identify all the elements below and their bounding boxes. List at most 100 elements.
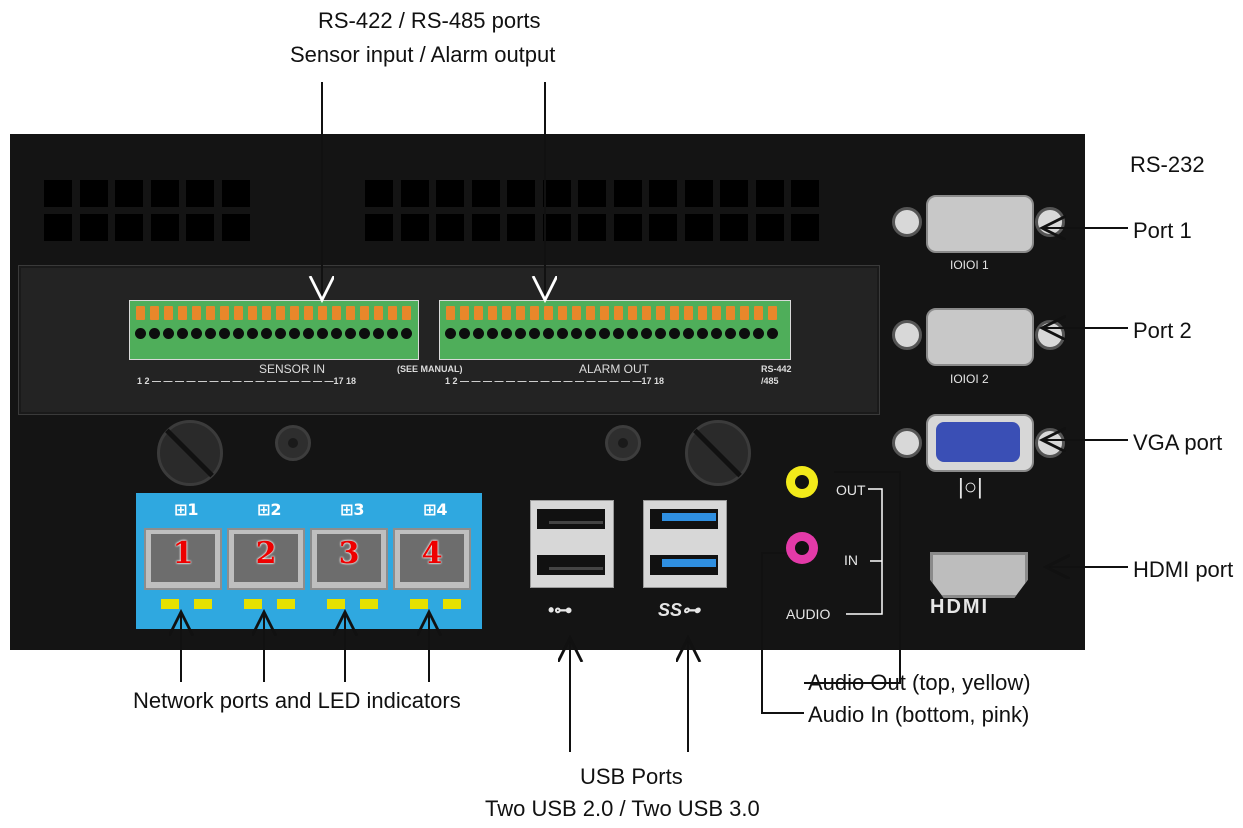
network-icon: ⊞3	[340, 500, 365, 519]
vga-standoff-left	[892, 428, 922, 458]
terminal-screw	[529, 328, 540, 339]
terminal-screw	[459, 328, 470, 339]
terminal-pin	[276, 306, 285, 320]
terminal-screw	[135, 328, 146, 339]
ethernet-port-number: 2	[255, 536, 277, 571]
vent-slot	[649, 214, 677, 241]
vent-slot	[115, 214, 143, 241]
serial-port-1[interactable]	[926, 195, 1034, 253]
terminal-screw	[767, 328, 778, 339]
alarm-pin-scale: 1 2 — — — — — — — — — — — — — — — —17 18	[445, 376, 665, 386]
terminal-pin	[262, 306, 271, 320]
audio-in-label: Audio In (bottom, pink)	[808, 702, 1030, 727]
hdmi-port[interactable]	[930, 552, 1028, 598]
terminal-pin	[206, 306, 215, 320]
vent-slot	[507, 214, 535, 241]
terminal-pin	[346, 306, 355, 320]
terminal-screw	[599, 328, 610, 339]
vent-slot	[436, 180, 464, 207]
vent-slot	[791, 180, 819, 207]
thumbscrew-right[interactable]	[685, 420, 751, 486]
thumbscrew-left[interactable]	[157, 420, 223, 486]
vga-symbol: |○|	[958, 474, 983, 499]
link-led	[360, 599, 378, 609]
terminal-pin	[318, 306, 327, 320]
terminal-pin	[374, 306, 383, 320]
terminal-pin	[388, 306, 397, 320]
link-led	[277, 599, 295, 609]
terminal-screw	[163, 328, 174, 339]
vent-slot	[471, 214, 500, 241]
ethernet-port-1[interactable]: 1	[144, 528, 222, 590]
vent-slot	[186, 180, 214, 207]
usb2-port-bottom[interactable]	[537, 555, 605, 575]
vent-slot	[755, 214, 784, 241]
vga-port[interactable]	[926, 414, 1034, 472]
ethernet-port-4[interactable]: 4	[393, 528, 471, 590]
link-led	[327, 599, 345, 609]
terminal-pin	[530, 306, 539, 320]
vent-slot	[613, 214, 642, 241]
vent-slot	[578, 214, 606, 241]
rs485-text: /485	[761, 376, 779, 386]
usb3-icon: SS⊶	[658, 600, 701, 620]
terminal-pin	[572, 306, 581, 320]
hdmi-logo: HDMI	[930, 596, 990, 618]
vent-slot	[507, 180, 535, 207]
sensor-in-text: SENSOR IN	[259, 362, 326, 376]
usb3-port-pair	[643, 500, 727, 588]
audio-out-jack[interactable]	[786, 466, 818, 498]
terminal-pin	[628, 306, 637, 320]
terminal-screw	[303, 328, 314, 339]
vent-slot	[649, 180, 677, 207]
terminal-pin	[178, 306, 187, 320]
audio-text: AUDIO	[786, 606, 831, 622]
ethernet-port-2[interactable]: 2	[227, 528, 305, 590]
vent-slot	[578, 180, 606, 207]
terminal-pin	[754, 306, 763, 320]
audio-in-callout-line	[761, 552, 804, 714]
ethernet-port-3[interactable]: 3	[310, 528, 388, 590]
vent-slot	[115, 180, 143, 207]
terminal-screw	[219, 328, 230, 339]
alarm-out-terminal-block[interactable]	[439, 300, 791, 360]
audio-in-jack[interactable]	[786, 532, 818, 564]
link-led	[410, 599, 428, 609]
terminal-pin	[698, 306, 707, 320]
terminal-pin	[726, 306, 735, 320]
terminal-screw	[401, 328, 412, 339]
vent-slot	[400, 214, 429, 241]
vent-slot	[365, 180, 393, 207]
terminal-pin	[192, 306, 201, 320]
terminal-pin	[600, 306, 609, 320]
terminal-screw	[697, 328, 708, 339]
terminal-pin	[586, 306, 595, 320]
alarm-out-text: ALARM OUT	[579, 362, 650, 376]
usb3-port-bottom[interactable]	[650, 555, 718, 575]
usb2-port-top[interactable]	[537, 509, 605, 529]
terminal-pin	[136, 306, 145, 320]
terminal-screw	[205, 328, 216, 339]
usb-label-2: Two USB 2.0 / Two USB 3.0	[485, 796, 760, 821]
serial-port-2[interactable]	[926, 308, 1034, 366]
link-led	[161, 599, 179, 609]
hdmi-port-label: HDMI port	[1133, 557, 1234, 582]
rs-ports-title: RS-422 / RS-485 ports	[318, 8, 541, 33]
terminal-screw	[683, 328, 694, 339]
terminal-screw	[571, 328, 582, 339]
terminal-screw	[557, 328, 568, 339]
usb3-port-top[interactable]	[650, 509, 718, 529]
serial1-standoff-left	[892, 207, 922, 237]
terminal-pin	[460, 306, 469, 320]
com2-text: IOIOI 2	[950, 372, 989, 386]
port2-label: Port 2	[1133, 318, 1192, 343]
terminal-screw	[261, 328, 272, 339]
io-expansion-card: SENSOR IN (SEE MANUAL) ALARM OUT RS-442 …	[18, 265, 880, 415]
sensor-in-terminal-block[interactable]	[129, 300, 419, 360]
terminal-pin	[234, 306, 243, 320]
terminal-screw	[331, 328, 342, 339]
serial2-standoff-left	[892, 320, 922, 350]
link-led	[194, 599, 212, 609]
terminal-pin	[656, 306, 665, 320]
